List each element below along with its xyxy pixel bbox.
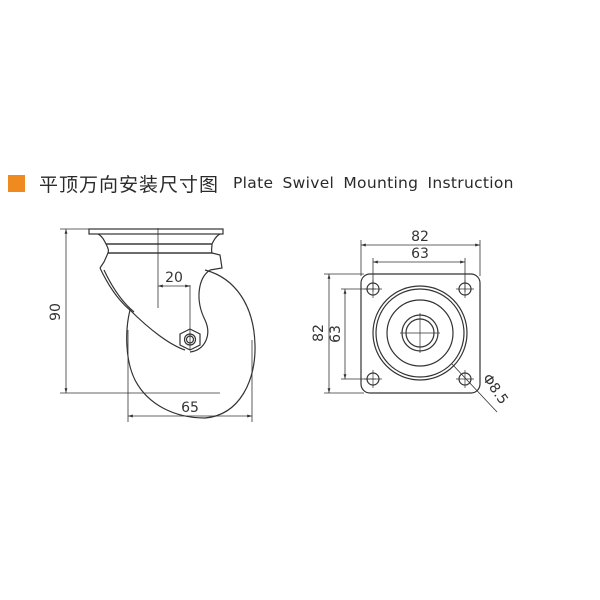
orange-square-bullet-icon (8, 174, 25, 192)
plate-center-lines (364, 280, 474, 388)
dim-hole-spacing-width-label: 63 (411, 246, 429, 262)
dim-hole-diameter-leader (451, 363, 498, 413)
dim-height-90 (60, 228, 220, 394)
dim-plate-width-label: 82 (411, 229, 429, 245)
title-english: Plate Swivel Mounting Instruction (233, 174, 514, 192)
dim-width-65 (127, 330, 253, 422)
dim-hole-diameter-label: Φ8.5 (479, 371, 511, 407)
caster-center-lines (157, 228, 191, 350)
caster-side-view (88, 228, 256, 419)
dim-width-label: 65 (181, 400, 199, 416)
title-chinese: 平顶万向安装尺寸图 (39, 173, 220, 196)
dim-hole-spacing-width-63 (372, 258, 466, 292)
section-header: 平顶万向安装尺寸图 Plate Swivel Mounting Instruct… (8, 170, 514, 196)
dim-hole-spacing-height-label: 63 (328, 325, 344, 343)
dim-plate-width-82 (360, 240, 481, 276)
dim-height-label: 90 (48, 303, 64, 321)
dim-offset-label: 20 (165, 270, 183, 286)
dim-plate-height-label: 82 (311, 324, 327, 342)
dim-plate-height-82 (324, 273, 364, 394)
dim-hole-spacing-height-63 (341, 288, 376, 380)
